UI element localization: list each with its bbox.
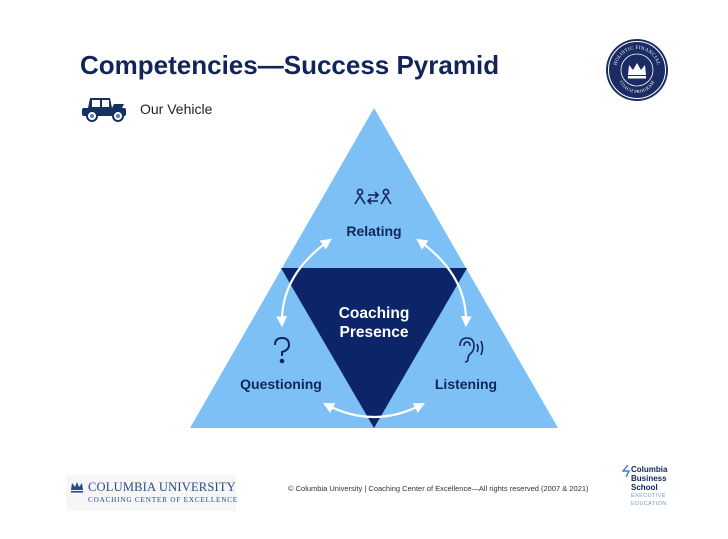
question-mark-icon bbox=[274, 336, 291, 364]
cbs-exec2: EDUCATION bbox=[631, 500, 667, 507]
coaching-presence-line2: Presence bbox=[340, 324, 409, 341]
crown-icon bbox=[71, 482, 83, 493]
relating-people-icon bbox=[354, 188, 392, 205]
vehicle-label: Our Vehicle bbox=[140, 101, 213, 117]
vehicle-row: Our Vehicle bbox=[80, 96, 212, 122]
car-icon bbox=[82, 98, 126, 122]
ear-listening-icon bbox=[459, 337, 484, 363]
page-title: Competencies—Success Pyramid bbox=[80, 50, 500, 80]
cbs-line2: Business bbox=[631, 474, 667, 483]
copyright-text: © Columbia University | Coaching Center … bbox=[288, 484, 589, 493]
coaching-presence-line1: Coaching bbox=[339, 305, 410, 322]
questioning-label: Questioning bbox=[240, 376, 322, 392]
cycle-arrows bbox=[276, 238, 472, 418]
cbs-logo: Columbia Business School EXECUTIVE EDUCA… bbox=[622, 465, 682, 507]
cbs-line1: Columbia bbox=[631, 465, 668, 474]
crown-icon bbox=[628, 63, 646, 79]
university-subtitle: COACHING CENTER OF EXCELLENCE bbox=[88, 496, 238, 504]
listening-label: Listening bbox=[435, 376, 497, 392]
university-name: COLUMBIA UNIVERSITY bbox=[88, 480, 236, 494]
cbs-line3: School bbox=[631, 483, 658, 492]
relating-label: Relating bbox=[346, 223, 401, 239]
program-seal: HOLISTIC FINANCIAL COACH PROGRAM bbox=[606, 39, 668, 101]
cbs-exec1: EXECUTIVE bbox=[631, 493, 666, 499]
cbs-mark-icon bbox=[622, 465, 630, 477]
columbia-university-logo: COLUMBIA UNIVERSITY COACHING CENTER OF E… bbox=[66, 475, 238, 511]
